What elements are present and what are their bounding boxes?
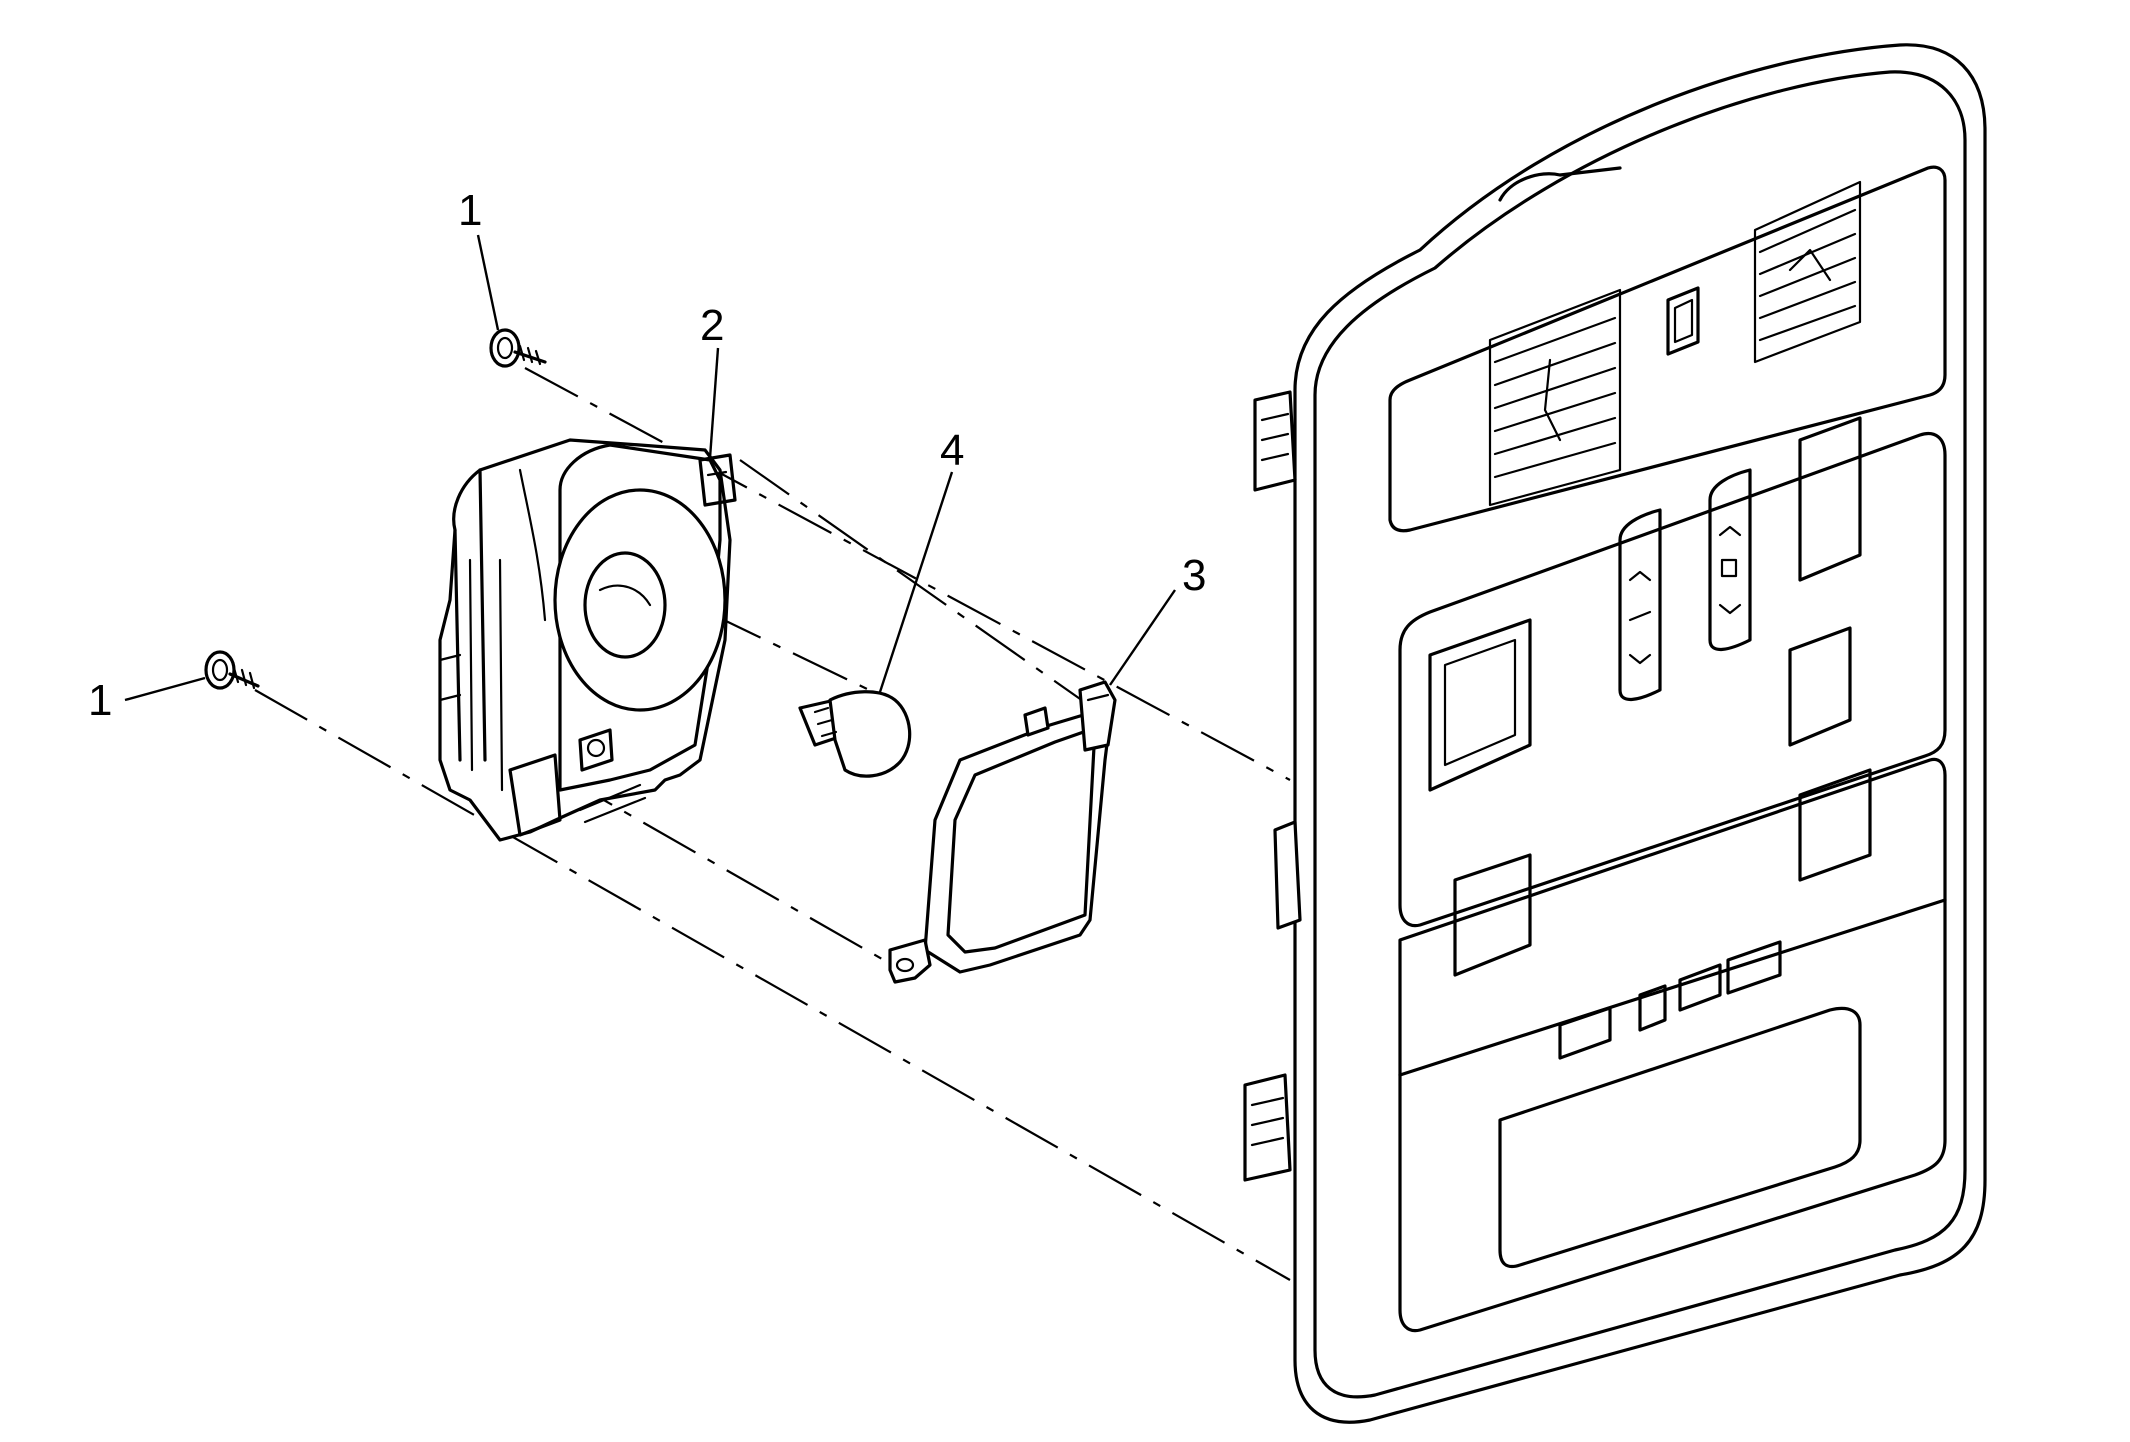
leader-bulb <box>878 471 954 693</box>
callout-screw-lower: 1 <box>88 676 112 725</box>
callout-bulb: 4 <box>940 426 964 475</box>
reading-light-buttons <box>1558 940 1782 1060</box>
vent-center-button <box>1666 286 1700 356</box>
right-vent <box>1753 180 1862 364</box>
callout-lens: 3 <box>1182 551 1206 600</box>
leader-screw-upper <box>476 234 500 331</box>
left-vent <box>1488 288 1622 507</box>
lens <box>888 680 1117 984</box>
leader-housing <box>708 347 720 459</box>
bulb <box>798 690 912 778</box>
screw-icon <box>489 328 547 368</box>
reading-light-lens <box>1498 1006 1862 1269</box>
right-recess <box>1788 626 1852 747</box>
lamp-housing-icon <box>438 438 737 842</box>
screw-icon <box>204 650 260 690</box>
assembly-lines <box>254 367 1291 1281</box>
console-rear-flange <box>1498 166 1622 202</box>
callout-housing: 2 <box>700 301 724 350</box>
right-window <box>1798 768 1872 882</box>
upper-clip <box>1253 390 1297 492</box>
callout-leaders <box>124 234 1176 702</box>
leader-lens <box>1109 589 1176 686</box>
vent-panel <box>1388 165 1947 533</box>
side-tab <box>1273 820 1302 930</box>
sunroof-switch-left <box>1618 508 1662 701</box>
left-window <box>1453 853 1532 977</box>
switch-panel <box>1398 432 1947 928</box>
callout-labels: 1 1 2 3 4 <box>88 186 1206 725</box>
sunroof-switch-right <box>1708 468 1752 651</box>
bulb-icon <box>798 690 912 778</box>
leader-screw-lower <box>124 676 206 702</box>
lamp-housing <box>438 438 737 842</box>
console-bezel-inner <box>1313 70 1967 1399</box>
lower-panel-divider <box>1398 898 1947 1077</box>
left-recess <box>1428 618 1532 792</box>
console-bezel <box>1293 43 1987 1424</box>
lower-panel <box>1398 757 1947 1333</box>
overhead-console <box>1243 43 1987 1424</box>
callout-screw-upper: 1 <box>458 186 482 235</box>
right-upper-recess <box>1798 416 1862 582</box>
lens-icon <box>888 680 1117 984</box>
lower-clip <box>1243 1073 1292 1182</box>
screw-lower <box>204 650 260 690</box>
screw-upper <box>489 328 547 368</box>
